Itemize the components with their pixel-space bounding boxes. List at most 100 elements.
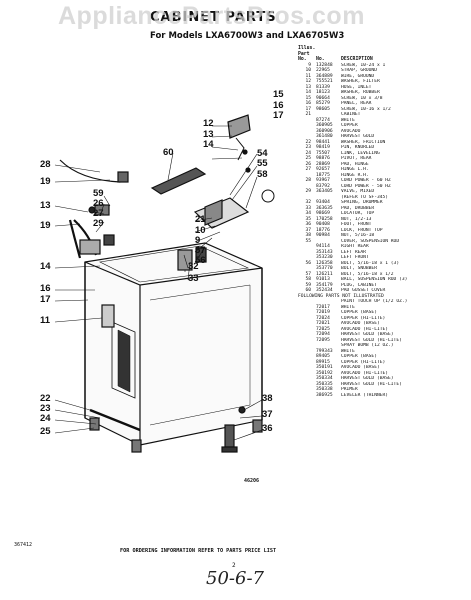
cell-description: (REFER TO SF-345) (341, 194, 389, 200)
cell-part-no: 799343 (316, 348, 333, 354)
cell-description: BOLT, 5/16-18 x 1/2 (341, 271, 394, 277)
table-row: (REFER TO SF-345) (298, 195, 468, 201)
cell-illus-no: 36 (305, 222, 311, 227)
callout-29: 29 (93, 218, 104, 229)
cell-illus-no: 15 (305, 95, 311, 101)
cell-description: WIRE, GROUND (341, 73, 375, 79)
callout-60: 60 (163, 147, 174, 158)
callout-24: 24 (40, 413, 51, 424)
cell-part-no: 90984 (316, 233, 330, 238)
cell-description: LEFT FRONT (341, 255, 369, 260)
callout-23: 23 (40, 403, 51, 414)
watermark: AppliancePartsPros.com (58, 2, 365, 30)
cell-description: HOSE, INLET (341, 84, 372, 90)
cell-illus-no: 17 (305, 106, 311, 112)
cell-description: LINK, LEVELING (341, 150, 380, 156)
table-row: 87274 WHITE (298, 118, 468, 124)
cell-part-no: 87274 (316, 117, 330, 123)
cell-description: HARVEST GOLD (341, 134, 375, 139)
cell-part-no: 132848 (316, 62, 333, 68)
cell-illus-no: 56 (305, 260, 311, 266)
callout-21: 21 (195, 214, 206, 225)
cell-part-no: 352434 (316, 288, 333, 293)
page-subtitle: For Models LXA6700W3 and LXA6705W3 (150, 31, 345, 41)
cell-description: AVOCADO (BASE) (341, 321, 380, 326)
cell-illus-no: 25 (305, 156, 311, 161)
cell-illus-no: 13 (305, 84, 311, 90)
cell-description: RIGHT REAR (341, 244, 369, 249)
callout-9: 9 (195, 235, 201, 246)
cell-part-no: 18775 (316, 172, 330, 178)
callout-17: 17 (273, 110, 284, 121)
cell-illus-no: 23 (305, 145, 311, 150)
callout-11: 11 (40, 315, 51, 326)
cell-part-no: 126358 (316, 260, 333, 266)
callout-37: 37 (262, 409, 273, 420)
header-illus: Illus. Part (298, 46, 316, 57)
cell-description: PAD GUSSET COVER (341, 288, 386, 293)
cell-illus-no: 32 (305, 200, 311, 205)
cell-description: BOLT, SNUBBER (341, 266, 377, 271)
cell-illus-no: 60 (305, 288, 311, 293)
table-row: 60 352434 PAD GUSSET COVER (298, 288, 468, 294)
cell-description: AVOCADO (HI-LITE) (341, 326, 389, 332)
cell-description: LEFT REAR (341, 249, 366, 255)
cell-part-no: 18776 (316, 227, 330, 233)
cell-part-no: 98605 (316, 106, 330, 112)
callout-57: 57 (195, 245, 206, 256)
cell-description: LOCK, FRONT TOP (341, 227, 383, 233)
callout-25: 25 (40, 426, 51, 437)
cell-description: CORD POWER - 60 HZ (341, 178, 391, 183)
cell-part-no: 350335 (316, 381, 333, 387)
cell-part-no: 93404 (316, 200, 330, 205)
ordering-note: FOR ORDERING INFORMATION REFER TO PARTS … (120, 548, 277, 554)
callout-54: 54 (257, 148, 268, 159)
callout-55: 55 (257, 158, 268, 169)
cell-description: WASHER, RUBBER (341, 90, 380, 95)
callout-13b: 13 (40, 200, 51, 211)
callout-16: 16 (273, 100, 284, 111)
callout-28: 28 (40, 159, 51, 170)
cell-description: WHITE (341, 117, 355, 123)
cell-illus-no: 28 (305, 178, 311, 183)
cell-illus-no: 14 (305, 90, 311, 95)
table-row: SPRAY BOMB (12 OZ.) (298, 343, 468, 349)
cell-description: AVOCADO (BASE) (341, 365, 380, 370)
cell-description: PAD, DRUBBER (341, 205, 375, 211)
cell-illus-no: 22 (305, 139, 311, 145)
cell-part-no: 85279 (316, 101, 330, 106)
callout-36: 36 (262, 423, 273, 434)
header-part-no: No. (316, 57, 325, 62)
cell-part-no: 72017 (316, 304, 330, 310)
drawing-number: 46206 (244, 478, 260, 484)
cell-part-no: 353143 (316, 249, 333, 255)
cell-part-no: 94114 (316, 244, 330, 249)
cell-illus-no: 55 (305, 238, 311, 244)
table-row: 94114 RIGHT REAR (298, 244, 468, 250)
cell-illus-no: 21 (305, 112, 311, 117)
cell-part-no: 28869 (316, 161, 330, 167)
cell-description: BALL, SUSPENSION ROD (3) (341, 277, 408, 282)
cell-part-no: 92657 (316, 167, 330, 172)
cell-description: NUT, 1/2-13 (341, 216, 372, 222)
